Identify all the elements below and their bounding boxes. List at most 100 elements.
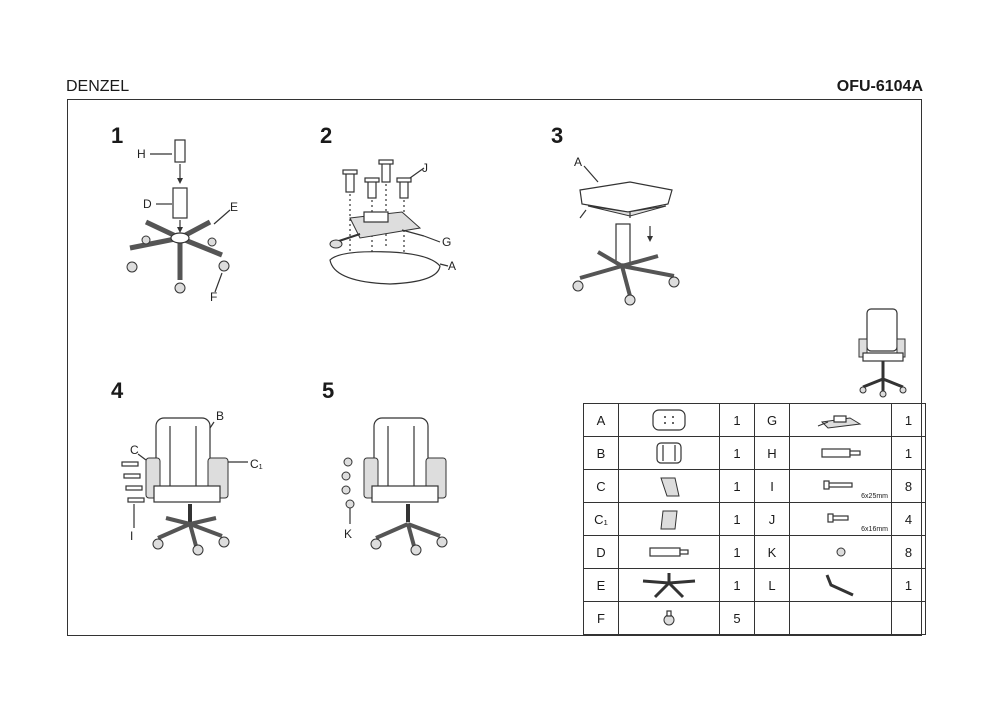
svg-text:J: J [422, 161, 428, 175]
finished-chair-preview [858, 308, 907, 398]
part-label: G [754, 403, 790, 437]
bolt-icon [826, 513, 849, 523]
part-label: E [583, 568, 619, 602]
empty-cell [789, 601, 892, 635]
star-base-icon [129, 219, 223, 280]
bolt-icon [822, 480, 853, 490]
empty-cell [891, 601, 926, 635]
part-image [789, 568, 892, 602]
seat-plate-icon [329, 251, 441, 285]
gas-lift-icon [649, 547, 689, 557]
parts-table: A 1 G 1 B 1 H 1 C 1 I 6x25mm 8 C₁ 1 J 6x… [583, 403, 926, 635]
part-image [618, 403, 720, 437]
part-label: J [754, 502, 790, 536]
svg-text:C₁: C₁ [250, 457, 263, 471]
seat-plate-icon [652, 409, 686, 431]
part-label: F [583, 601, 619, 635]
cap-icon [836, 547, 845, 557]
cap-icon [341, 457, 355, 509]
part-label: D [583, 535, 619, 569]
part-label: C [583, 469, 619, 503]
gas-lift-icon [172, 187, 188, 219]
table-row: D 1 K 8 [583, 535, 926, 569]
bolt-size-label: 6x25mm [861, 493, 888, 500]
svg-text:B: B [216, 409, 224, 423]
part-image [618, 568, 720, 602]
svg-text:I: I [130, 529, 133, 543]
svg-text:K: K [344, 527, 352, 541]
part-quantity: 8 [891, 535, 926, 569]
part-quantity: 1 [719, 403, 755, 437]
part-quantity: 1 [719, 535, 755, 569]
step-2-illustration: J G A [329, 159, 456, 285]
part-label: I [754, 469, 790, 503]
table-row: C₁ 1 J 6x16mm 4 [583, 502, 926, 536]
caster-icon [663, 610, 675, 626]
step-1-number: 1 [111, 123, 124, 148]
mechanism-icon [817, 415, 861, 429]
empty-cell [754, 601, 790, 635]
part-image [789, 403, 892, 437]
gas-lift-cover-icon [174, 139, 186, 163]
bolt-size-label: 6x16mm [861, 526, 888, 533]
caster-icon [126, 235, 230, 294]
star-base-icon [642, 573, 696, 599]
part-quantity: 1 [891, 403, 926, 437]
step-3-illustration: A [572, 155, 680, 306]
bolt-icon [121, 461, 145, 503]
svg-text:A: A [448, 259, 456, 273]
part-image: 6x25mm [789, 469, 892, 503]
bolt-icon [342, 159, 412, 199]
part-quantity: 4 [891, 502, 926, 536]
step-5-number: 5 [322, 378, 335, 403]
svg-text:H: H [137, 147, 146, 161]
step-2-number: 2 [320, 123, 333, 148]
instruction-frame [67, 99, 922, 636]
svg-text:E: E [230, 200, 238, 214]
allen-key-icon [825, 574, 854, 597]
part-quantity: 1 [719, 502, 755, 536]
part-label: K [754, 535, 790, 569]
table-row: B 1 H 1 [583, 436, 926, 470]
part-label: C₁ [583, 502, 619, 536]
part-image: 6x16mm [789, 502, 892, 536]
part-label: L [754, 568, 790, 602]
part-label: H [754, 436, 790, 470]
product-code: OFU-6104A [836, 78, 923, 95]
table-row: E 1 L 1 [583, 568, 926, 602]
part-quantity: 1 [719, 568, 755, 602]
backrest-icon [656, 442, 682, 464]
part-image [789, 535, 892, 569]
part-label: A [583, 403, 619, 437]
step-4-illustration: B C C₁ I [121, 409, 263, 556]
svg-text:F: F [210, 290, 217, 304]
part-quantity: 8 [891, 469, 926, 503]
part-image [789, 436, 892, 470]
mechanism-icon [329, 211, 425, 249]
part-quantity: 1 [719, 436, 755, 470]
table-row: C 1 I 6x25mm 8 [583, 469, 926, 503]
backrest-icon [155, 417, 211, 493]
part-image [618, 502, 720, 536]
part-quantity: 1 [891, 436, 926, 470]
model-name: DENZEL [66, 78, 130, 95]
seat-plate-icon [579, 181, 673, 213]
step-1-illustration: H D E F [126, 139, 238, 304]
gas-lift-cover-icon [820, 448, 861, 458]
part-quantity: 1 [891, 568, 926, 602]
part-image [618, 469, 720, 503]
svg-text:C: C [130, 443, 139, 457]
part-quantity: 1 [719, 469, 755, 503]
part-quantity: 5 [719, 601, 755, 635]
step-5-illustration: K [341, 417, 448, 556]
step-3-number: 3 [551, 123, 564, 148]
svg-text:G: G [442, 235, 451, 249]
table-row: A 1 G 1 [583, 403, 926, 437]
part-image [618, 601, 720, 635]
part-image [618, 436, 720, 470]
svg-text:D: D [143, 197, 152, 211]
table-row: F 5 [583, 601, 926, 635]
armrest-right-icon [660, 510, 678, 530]
svg-text:A: A [574, 155, 582, 169]
step-4-number: 4 [111, 378, 124, 403]
